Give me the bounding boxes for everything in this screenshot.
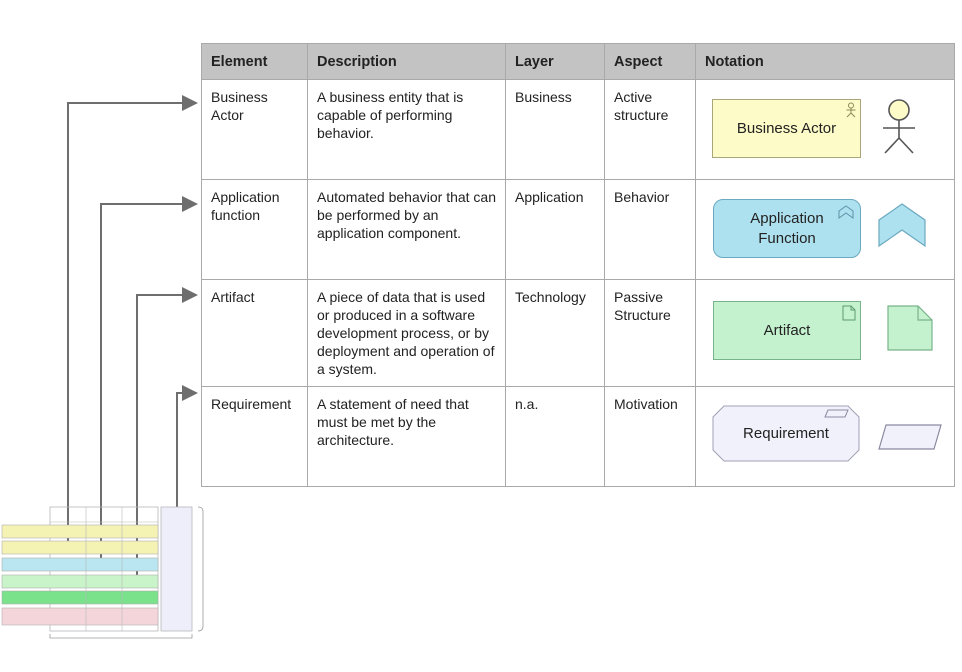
cell-description: Automated behavior that can be performed… — [307, 179, 506, 280]
connector-artifact — [136, 287, 198, 580]
small-page-icon — [842, 305, 856, 321]
notation-label: Application Function — [750, 209, 824, 247]
column-header-element: Element — [201, 43, 308, 80]
cell-description: A business entity that is capable of per… — [307, 79, 506, 180]
cell-layer: Application — [505, 179, 605, 280]
cell-description: A piece of data that is used or produced… — [307, 279, 506, 387]
connector-business-actor — [67, 95, 198, 547]
thumb-layer-bands — [1, 524, 159, 626]
cell-element: Artifact — [201, 279, 308, 387]
application-function-notation-box: Application Function — [713, 199, 861, 258]
table-row: Application function Automated behavior … — [201, 179, 955, 280]
cell-element: Business Actor — [201, 79, 308, 180]
cell-element: Requirement — [201, 386, 308, 487]
requirement-notation-box: Requirement — [712, 405, 860, 462]
cell-aspect: Passive Structure — [604, 279, 696, 387]
thumb-layer-implementation — [1, 607, 159, 626]
archimate-elements-table: Element Description Layer Aspect Notatio… — [201, 43, 955, 487]
cell-layer: Business — [505, 79, 605, 180]
cell-description: A statement of need that must be met by … — [307, 386, 506, 487]
thumb-layer-application — [1, 557, 159, 572]
notation-label: Requirement — [743, 424, 829, 442]
thumb-layer-business — [1, 540, 159, 555]
business-actor-notation-box: Business Actor — [712, 99, 861, 158]
connector-application-function — [100, 196, 198, 564]
thumb-layer-technology — [1, 574, 159, 589]
cell-notation: Application Function — [695, 179, 955, 280]
cell-layer: n.a. — [505, 386, 605, 487]
small-actor-icon — [846, 102, 856, 118]
cell-notation: Requirement — [695, 386, 955, 487]
column-header-layer: Layer — [505, 43, 605, 80]
table-row: Business Actor A business entity that is… — [201, 79, 955, 180]
table-row: Requirement A statement of need that mus… — [201, 386, 955, 487]
framework-thumbnail — [1, 506, 204, 639]
thumb-bracket — [49, 506, 204, 639]
cell-aspect: Motivation — [604, 386, 696, 487]
column-header-description: Description — [307, 43, 506, 80]
thumb-layer-strategy — [1, 524, 159, 539]
notation-label: Artifact — [763, 321, 811, 339]
cell-aspect: Behavior — [604, 179, 696, 280]
cell-notation: Artifact — [695, 279, 955, 387]
artifact-notation-box: Artifact — [713, 301, 861, 360]
octagon-shape — [712, 405, 860, 462]
table-row: Artifact A piece of data that is used or… — [201, 279, 955, 387]
small-chevron-icon — [838, 205, 854, 219]
thumb-motivation-column — [160, 506, 193, 632]
cell-aspect: Active structure — [604, 79, 696, 180]
table-header-row: Element Description Layer Aspect Notatio… — [201, 43, 955, 80]
thumb-layer-physical — [1, 590, 159, 605]
notation-label: Business Actor — [736, 119, 837, 137]
cell-element: Application function — [201, 179, 308, 280]
stick-figure-icon — [883, 99, 915, 154]
cell-layer: Technology — [505, 279, 605, 387]
column-header-notation: Notation — [695, 43, 955, 80]
parallelogram-icon — [878, 424, 942, 450]
chevron-up-icon — [878, 203, 926, 248]
folded-page-icon — [887, 305, 933, 351]
column-header-aspect: Aspect — [604, 43, 696, 80]
cell-notation: Business Actor — [695, 79, 955, 180]
